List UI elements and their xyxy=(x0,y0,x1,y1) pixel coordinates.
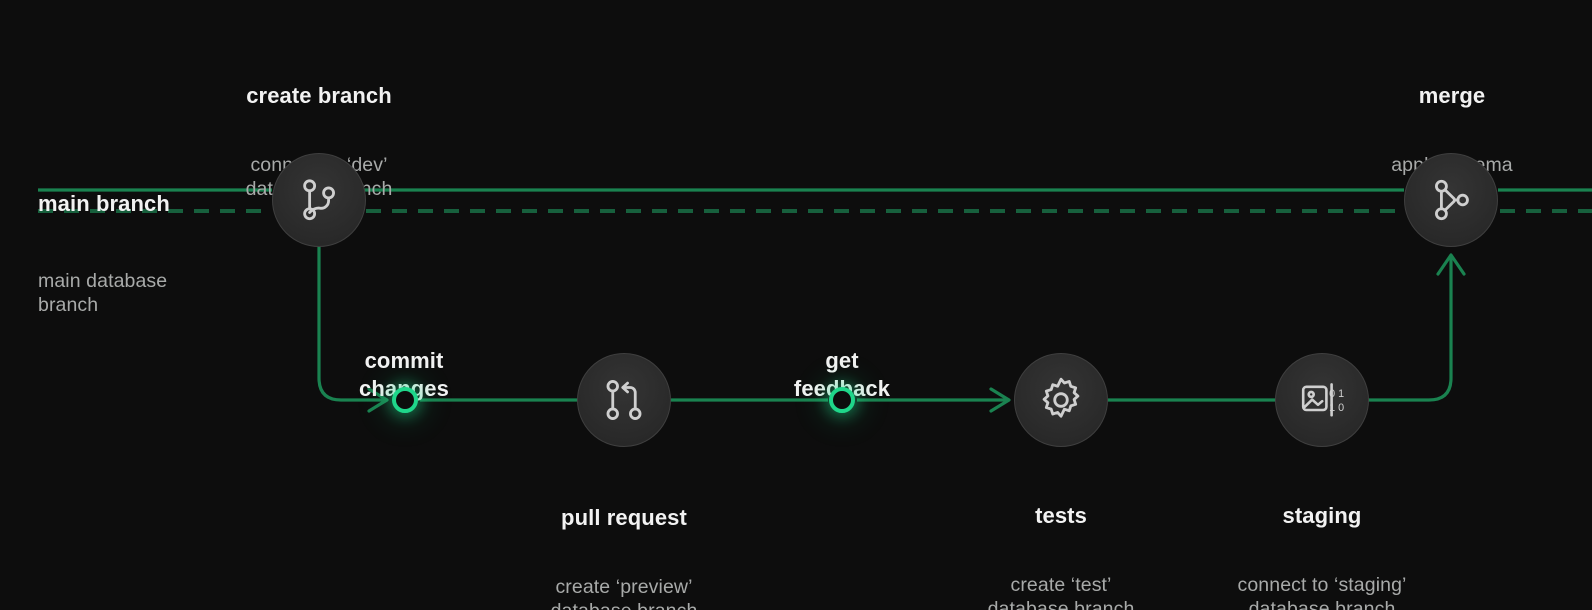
node-staging[interactable]: 0 1 1 0 xyxy=(1275,353,1369,447)
main-database-branch-label-text: main database branch xyxy=(38,270,168,317)
node-pull-request[interactable] xyxy=(577,353,671,447)
node-merge[interactable] xyxy=(1404,153,1498,247)
git-pull-request-icon xyxy=(606,380,642,420)
node-create-branch[interactable] xyxy=(272,153,366,247)
staging-title: staging xyxy=(1282,503,1362,528)
pull-request-title: pull request xyxy=(561,505,687,530)
staging-subtitle: connect to ‘staging’ database branch xyxy=(1237,573,1407,610)
pull-request-subtitle: create ‘preview’ database branch xyxy=(551,575,698,610)
label-get-feedback: get feedback xyxy=(717,307,967,442)
git-merge-icon xyxy=(1435,179,1469,221)
git-branch-icon xyxy=(303,179,335,221)
arrowhead-into-tests xyxy=(989,387,1011,413)
binary-digits-top: 0 1 xyxy=(1329,388,1344,400)
node-get-feedback[interactable] xyxy=(829,387,855,413)
binary-digits-bottom: 1 0 xyxy=(1329,402,1344,414)
arrowhead-into-merge xyxy=(1436,253,1466,276)
connector-create-to-commit xyxy=(317,238,385,402)
tests-subtitle: create ‘test’ database branch xyxy=(987,573,1135,610)
label-commit-changes: commit changes xyxy=(279,307,529,442)
arrowhead-into-commit xyxy=(367,387,389,413)
label-pull-request: pull request create ‘preview’ database b… xyxy=(499,464,749,610)
node-tests[interactable] xyxy=(1014,353,1108,447)
image-binary-icon: 0 1 1 0 xyxy=(1301,383,1344,417)
tests-title: tests xyxy=(1035,503,1087,528)
main-database-branch-label: main database branch xyxy=(38,226,167,358)
create-branch-title: create branch xyxy=(246,83,392,108)
gear-icon xyxy=(1042,377,1080,418)
connector-staging-to-merge xyxy=(1367,256,1453,402)
label-tests: tests create ‘test’ database branch xyxy=(936,462,1186,610)
merge-title: merge xyxy=(1418,83,1486,108)
label-staging: staging connect to ‘staging’ database br… xyxy=(1197,462,1447,610)
main-branch-label-text: main branch xyxy=(38,191,170,216)
main-branch-label: main branch xyxy=(38,150,170,258)
node-commit-changes[interactable] xyxy=(392,387,418,413)
